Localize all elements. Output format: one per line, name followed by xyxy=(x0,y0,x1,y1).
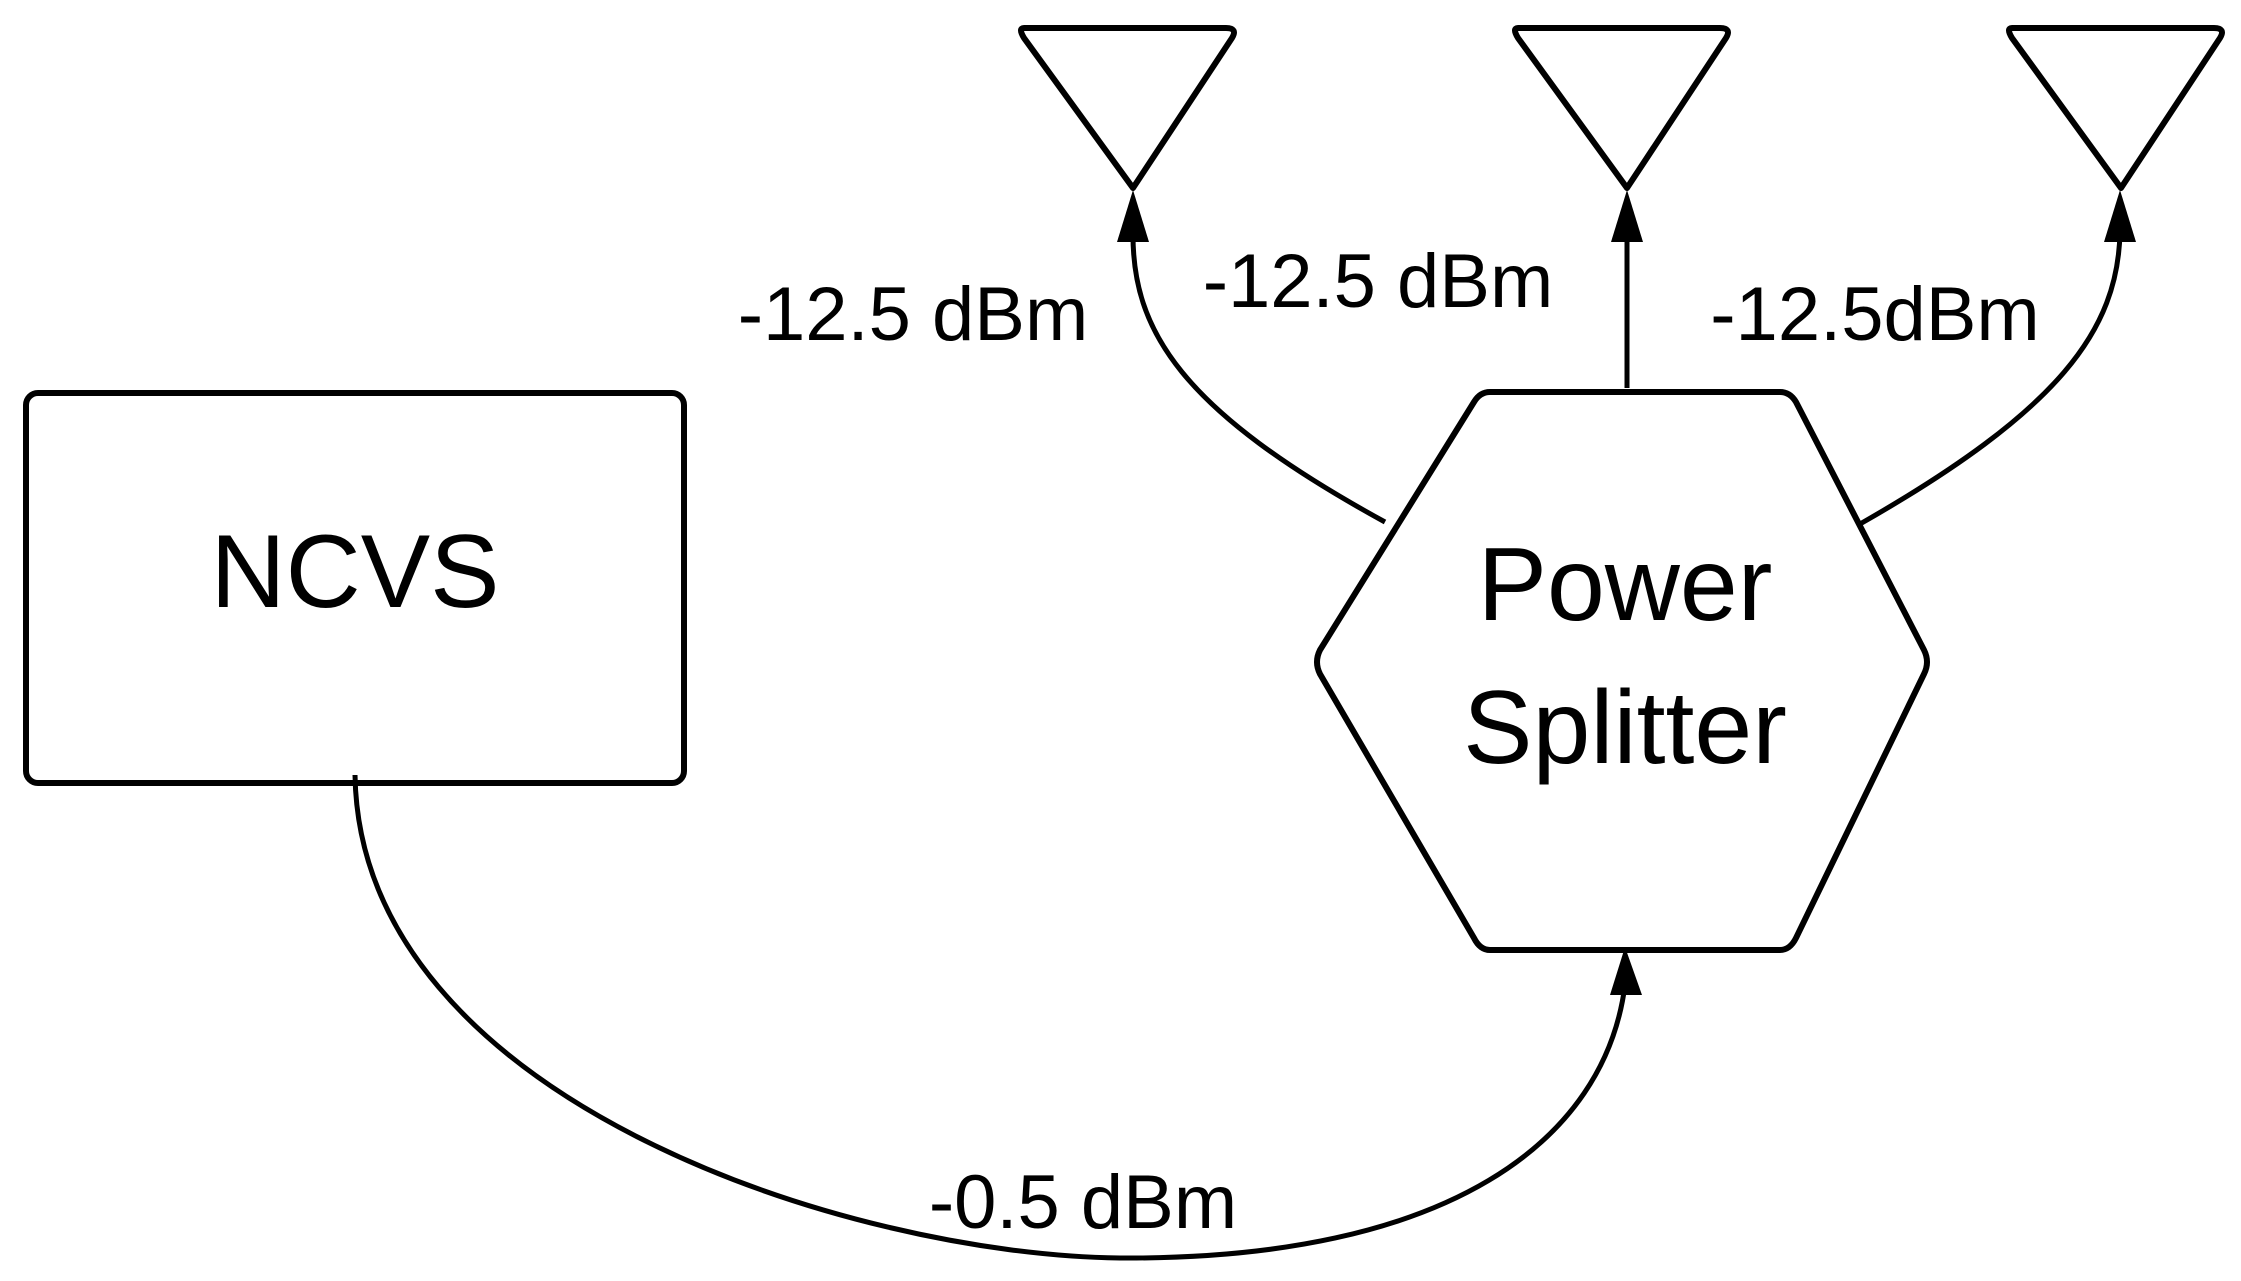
power-splitter-label-line1: Power xyxy=(1478,527,1773,643)
connector-line xyxy=(1130,231,1387,525)
edge-label: -12.5 dBm xyxy=(738,272,1089,357)
connector-line xyxy=(352,774,1628,1261)
edge-splitter-to-antenna-2: -12.5 dBm xyxy=(1203,190,1643,388)
antenna-icon xyxy=(1018,25,1237,191)
arrowhead xyxy=(2104,190,2136,242)
power-splitter-hexagon xyxy=(1314,389,1930,953)
edge-label: -0.5 dBm xyxy=(929,1160,1237,1245)
arrowhead xyxy=(1611,190,1643,242)
antenna-1 xyxy=(1018,25,1237,191)
power-splitter-node: Power Splitter xyxy=(1314,389,1930,953)
ncvs-label: NCVS xyxy=(211,514,500,630)
ncvs-node: NCVS xyxy=(23,390,687,786)
edge-splitter-to-antenna-1: -12.5 dBm xyxy=(738,190,1387,525)
edge-source-to-splitter: -0.5 dBm xyxy=(352,774,1642,1261)
edge-label: -12.5 dBm xyxy=(1203,239,1554,324)
antenna-icon xyxy=(2006,25,2225,191)
arrowhead xyxy=(1117,190,1149,242)
antenna-2 xyxy=(1512,25,1731,191)
connector-line xyxy=(1858,231,2123,527)
edge-splitter-to-antenna-3: -12.5dBm xyxy=(1710,190,2136,527)
antenna-3 xyxy=(2006,25,2225,191)
antenna-icon xyxy=(1512,25,1731,191)
arrowhead xyxy=(1610,947,1642,995)
edge-label: -12.5dBm xyxy=(1710,272,2040,357)
power-splitter-label-line2: Splitter xyxy=(1463,670,1787,786)
